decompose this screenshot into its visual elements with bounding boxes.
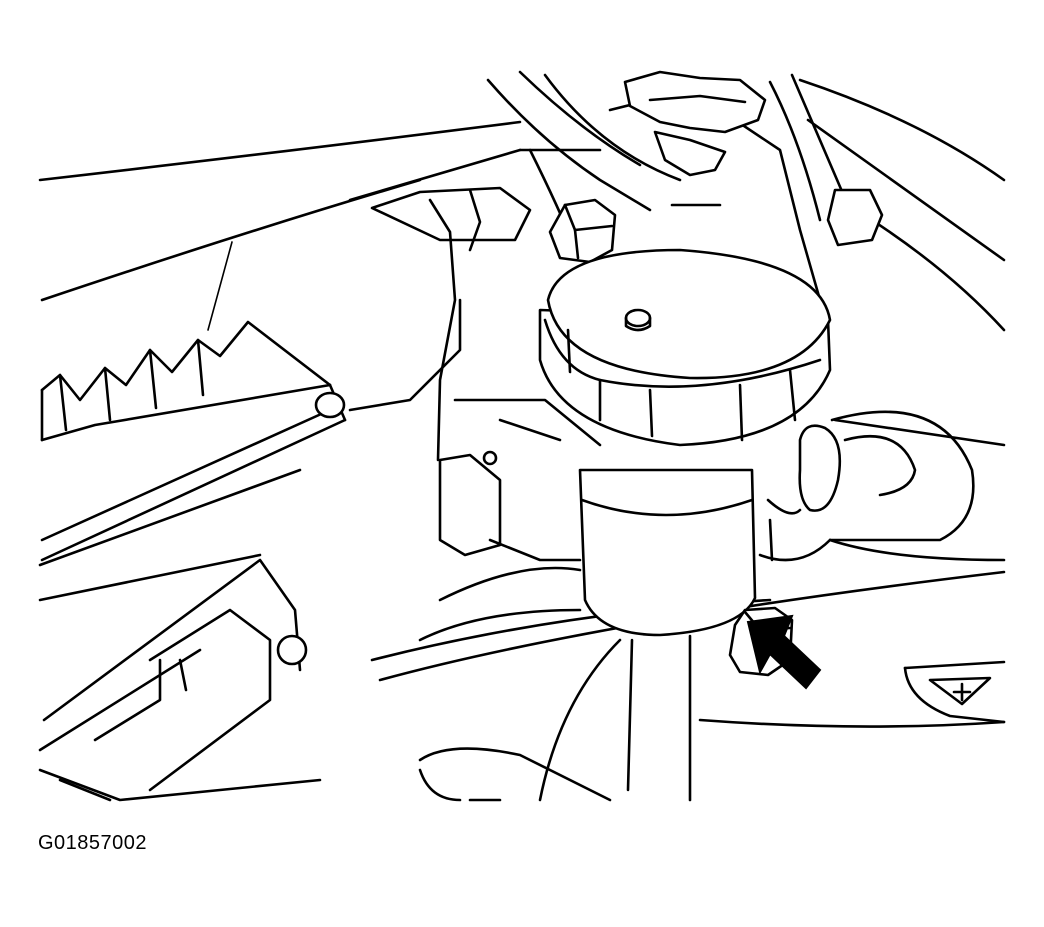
arrow-icon (746, 614, 822, 690)
engine-bay-frame (38, 78, 1006, 728)
reservoir (538, 248, 842, 637)
ground-symbol-icon (903, 660, 1006, 724)
mounting-bolt (548, 198, 617, 264)
upper-hoses (486, 70, 884, 302)
battery-module (38, 320, 347, 802)
reservoir-hose (418, 538, 692, 802)
figure-code: G01857002 (38, 832, 148, 854)
strut-tower (758, 410, 1006, 562)
